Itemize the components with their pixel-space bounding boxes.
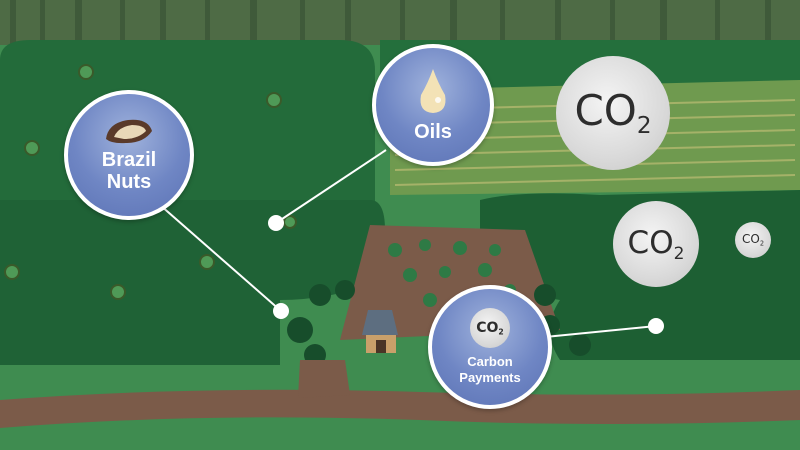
co2-bubble-large-text: CO2 <box>574 86 652 140</box>
callout-carbon-payments: CO2 Carbon Payments <box>428 285 552 409</box>
marker-dot-oils <box>268 215 284 231</box>
co2-bubble-medium: CO2 <box>613 201 699 287</box>
oil-drop-icon <box>420 68 446 113</box>
dirt-road <box>0 389 800 428</box>
callout-oils: Oils <box>372 44 494 166</box>
brazil-nut-icon <box>106 119 152 144</box>
hut <box>362 310 398 353</box>
marker-dot-brazil-nuts <box>273 303 289 319</box>
brazil-nuts-label-line2: Nuts <box>106 171 152 193</box>
co2-bubble-medium-text: CO2 <box>627 224 685 264</box>
carbon-payments-label-line2: Payments <box>459 370 521 385</box>
co2-bubble-small-text: CO2 <box>741 232 765 248</box>
connector-brazil-nuts <box>159 204 282 312</box>
co2-bubble-small: CO2 <box>735 222 771 258</box>
callout-brazil-nuts: Brazil Nuts <box>64 90 194 220</box>
tree-trunks <box>10 0 771 52</box>
carbon-payments-label-line1: Carbon <box>467 354 513 369</box>
connector-oils <box>275 149 387 224</box>
marker-dot-carbon-payments <box>648 318 664 334</box>
co2-badge-icon: CO2 <box>470 308 510 348</box>
co2-bubble-large: CO2 <box>556 56 670 170</box>
oils-label: Oils <box>414 120 452 143</box>
brazil-nuts-label-line1: Brazil <box>101 149 157 171</box>
connector-carbon-payments <box>544 325 657 338</box>
forest-block-left-lower <box>0 200 385 365</box>
co2-badge-text: CO2 <box>476 319 504 337</box>
connector-lines <box>159 149 657 338</box>
